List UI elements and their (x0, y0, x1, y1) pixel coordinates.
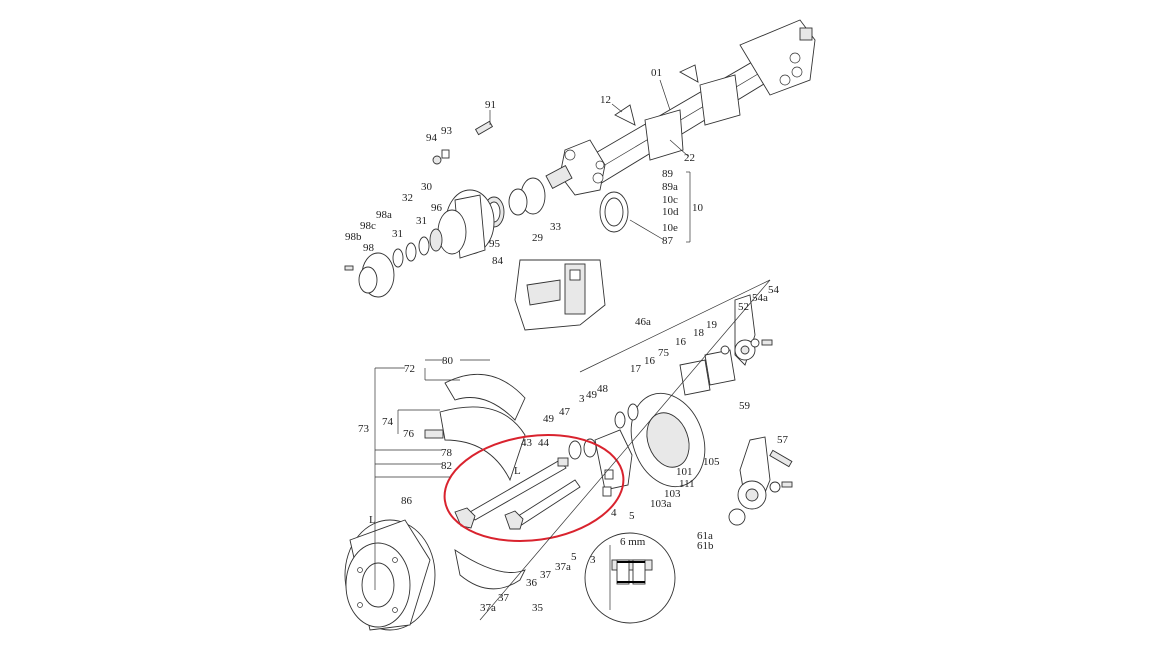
label-37: 37 (540, 569, 552, 581)
label-87: 87 (662, 235, 674, 247)
label-91: 91 (485, 99, 496, 111)
part-labels: 01 12 22 91 93 94 89 89a 10c 10d 10 10e … (345, 67, 789, 614)
label-37a: 37a (555, 561, 571, 573)
label-54: 54 (768, 284, 780, 296)
label-103: 103 (664, 488, 681, 500)
lever-assembly (679, 294, 773, 396)
label-5: 5 (629, 510, 635, 522)
label-10c: 10c (662, 194, 678, 206)
label-61b: 61b (697, 540, 714, 552)
camshafts (454, 457, 581, 530)
label-111: 111 (679, 478, 695, 490)
brake-shoes (424, 373, 526, 590)
label-4: 4 (611, 507, 617, 519)
label-length-camshaft: L (514, 465, 521, 477)
label-35: 35 (532, 602, 544, 614)
label-59: 59 (739, 400, 751, 412)
spindle (545, 139, 606, 196)
label-10d: 10d (662, 206, 679, 218)
label-96: 96 (431, 202, 443, 214)
label-5-b: 5 (571, 551, 577, 563)
label-44: 44 (538, 437, 550, 449)
label-49-b: 49 (543, 413, 555, 425)
label-49: 49 (586, 389, 598, 401)
label-47: 47 (559, 406, 571, 418)
label-46a: 46a (635, 316, 651, 328)
label-18: 18 (693, 327, 705, 339)
label-84: 84 (492, 255, 504, 267)
seal-section-inset (514, 259, 606, 331)
leader-lines (374, 79, 771, 621)
label-6mm: 6 mm (620, 536, 646, 548)
backing-plate (630, 392, 706, 488)
label-33: 33 (550, 221, 562, 233)
label-101: 101 (676, 466, 693, 478)
label-16-b: 16 (644, 355, 656, 367)
label-74: 74 (382, 416, 394, 428)
clearance-detail-inset (584, 532, 676, 624)
label-3: 3 (579, 393, 585, 405)
label-48: 48 (597, 383, 609, 395)
label-12: 12 (600, 94, 611, 106)
wheel-hub (344, 120, 495, 298)
label-98: 98 (363, 242, 375, 254)
slack-adjuster (728, 436, 793, 526)
label-73: 73 (358, 423, 370, 435)
axle-beam (574, 19, 816, 191)
label-75: 75 (658, 347, 670, 359)
label-76: 76 (403, 428, 415, 440)
label-43: 43 (521, 437, 533, 449)
label-72: 72 (404, 363, 415, 375)
label-61a: 61a (697, 530, 713, 542)
label-98c: 98c (360, 220, 376, 232)
label-29: 29 (532, 232, 544, 244)
highlight-ellipse (443, 434, 625, 542)
brake-drum (344, 519, 436, 631)
label-36: 36 (526, 577, 538, 589)
label-37a-b: 37a (480, 602, 496, 614)
label-31-b: 31 (392, 228, 403, 240)
label-80: 80 (442, 355, 454, 367)
label-30: 30 (421, 181, 433, 193)
label-3-inset: 3 (590, 554, 596, 566)
label-78: 78 (441, 447, 453, 459)
label-89: 89 (662, 168, 674, 180)
label-32: 32 (402, 192, 413, 204)
label-103a: 103a (650, 498, 672, 510)
label-01: 01 (651, 67, 662, 79)
label-98a: 98a (376, 209, 392, 221)
label-93: 93 (441, 125, 453, 137)
label-98b: 98b (345, 231, 362, 243)
label-16: 16 (675, 336, 687, 348)
label-105: 105 (703, 456, 720, 468)
label-length-drum: L (369, 514, 376, 526)
label-22: 22 (684, 152, 695, 164)
label-10e: 10e (662, 222, 678, 234)
label-89a: 89a (662, 181, 678, 193)
label-54a: 54a (752, 292, 768, 304)
label-17: 17 (630, 363, 642, 375)
label-94: 94 (426, 132, 438, 144)
label-95: 95 (489, 238, 501, 250)
label-52: 52 (738, 301, 749, 313)
label-82: 82 (441, 460, 452, 472)
label-86: 86 (401, 495, 413, 507)
label-37-b: 37 (498, 592, 510, 604)
label-31: 31 (416, 215, 427, 227)
label-10: 10 (692, 202, 704, 214)
cam-bracket (594, 429, 633, 491)
label-57: 57 (777, 434, 789, 446)
label-19: 19 (706, 319, 718, 331)
